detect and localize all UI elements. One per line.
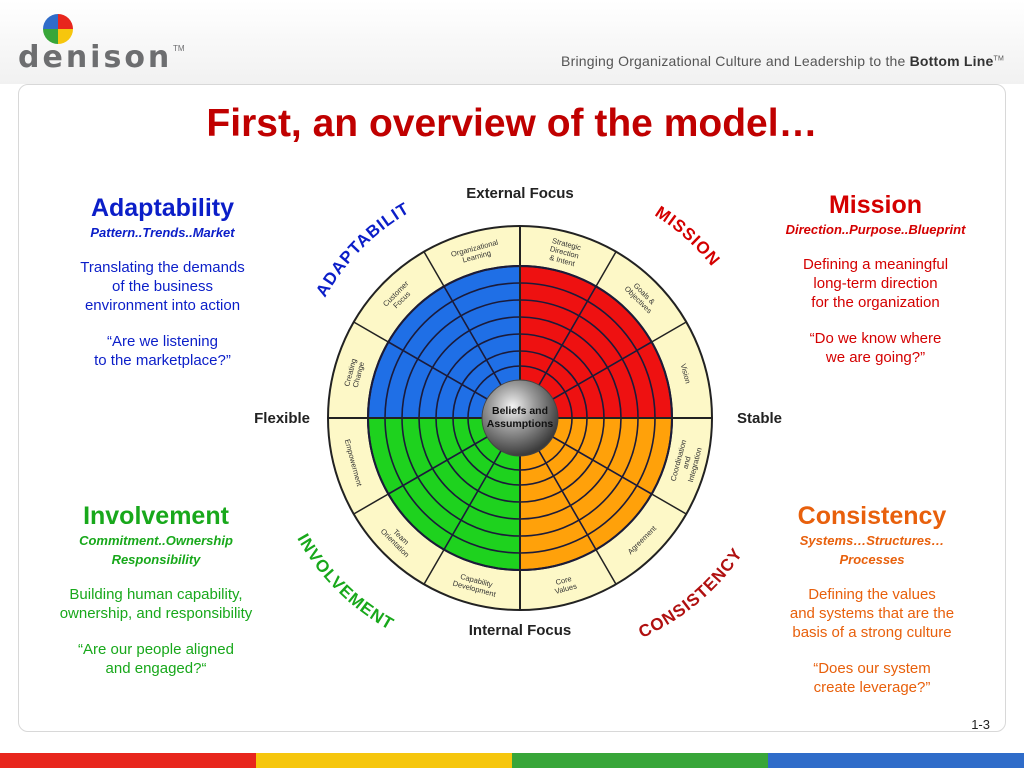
center-label: Assumptions: [487, 418, 554, 430]
involvement-question-line: “Are our people aligned: [78, 641, 234, 658]
consistency-block: Consistency Systems…Structures… Processes…: [752, 501, 992, 697]
mission-desc-line: for the organization: [811, 294, 940, 311]
arc-label-consistency: CONSISTENCY: [636, 544, 747, 641]
mission-block: Mission Direction..Purpose..Blueprint De…: [748, 190, 1003, 367]
mission-question-line: “Do we know where: [809, 330, 942, 347]
adaptability-desc-line: of the business: [112, 278, 213, 295]
adaptability-question-line: to the marketplace?”: [94, 352, 231, 369]
involvement-subtitle-line: Commitment..Ownership: [79, 533, 233, 548]
axis-label-bottom: Internal Focus: [469, 622, 572, 639]
axis-label-right: Stable: [737, 410, 782, 427]
segment-divider: [595, 251, 617, 287]
involvement-desc-line: ownership, and responsibility: [59, 605, 253, 622]
consistency-desc-line: basis of a strong culture: [792, 624, 952, 641]
footer-stripe-green: [512, 753, 768, 768]
footer-stripe-blue: [768, 753, 1024, 768]
beliefs-center: [481, 379, 559, 457]
involvement-subtitle-line: Responsibility: [111, 552, 201, 567]
tagline-text: Bringing Organizational Culture and Lead…: [561, 53, 910, 69]
involvement-heading: Involvement: [83, 502, 229, 530]
footer-stripe-yellow: [256, 753, 512, 768]
involvement-desc-line: Building human capability,: [69, 586, 243, 603]
segment-divider: [353, 321, 389, 343]
adaptability-block: Adaptability Pattern..Trends..Market Tra…: [40, 193, 285, 370]
axis-label-top: External Focus: [466, 185, 574, 202]
mission-desc-line: long-term direction: [813, 275, 938, 292]
consistency-desc-line: Defining the values: [808, 586, 936, 603]
consistency-desc-line: and systems that are the: [789, 605, 955, 622]
trait-divider: [443, 450, 502, 551]
mission-question-line: we are going?”: [825, 349, 926, 366]
trait-divider: [552, 436, 653, 495]
trait-divider: [552, 341, 653, 400]
adaptability-question-line: “Are we listening: [107, 333, 218, 350]
segment-label-line: and: [681, 455, 693, 469]
page-number: 1-3: [971, 717, 990, 732]
footer-stripe-red: [0, 753, 256, 768]
logo-trademark: TM: [173, 44, 185, 53]
trait-divider: [443, 285, 502, 386]
mission-subtitle: Direction..Purpose..Blueprint: [785, 222, 966, 237]
arc-label-mission: MISSION: [652, 202, 724, 269]
denison-logo-icon: [43, 14, 73, 44]
trait-divider: [387, 436, 488, 495]
consistency-subtitle-line: Processes: [839, 552, 905, 567]
segment-label-line: Core: [555, 574, 573, 587]
trait-divider: [538, 285, 597, 386]
segment-divider: [595, 549, 617, 585]
consistency-question-line: create leverage?”: [813, 679, 931, 696]
center-label: Beliefs and: [492, 405, 548, 417]
tagline-trademark: TM: [993, 55, 1004, 63]
denison-model-wheel: Beliefs andAssumptionsOrganizationalLear…: [230, 170, 782, 642]
slide-title: First, an overview of the model…: [206, 102, 818, 145]
consistency-subtitle-line: Systems…Structures…: [799, 533, 945, 548]
segment-divider: [423, 251, 445, 287]
adaptability-subtitle: Pattern..Trends..Market: [90, 225, 235, 240]
adaptability-desc-line: Translating the demands: [80, 259, 245, 276]
consistency-heading: Consistency: [797, 502, 947, 530]
segment-divider: [423, 549, 445, 585]
segment-divider: [651, 493, 687, 515]
mission-desc-line: Defining a meaningful: [802, 256, 949, 273]
tagline-bold: Bottom Line: [909, 53, 994, 69]
trait-divider: [387, 341, 488, 400]
axis-label-left: Flexible: [254, 410, 310, 427]
logo-wordmark: denison: [18, 40, 173, 75]
tagline: Bringing Organizational Culture and Lead…: [561, 53, 1004, 69]
segment-divider: [353, 493, 389, 515]
mission-heading: Mission: [828, 191, 923, 219]
consistency-question-line: “Does our system: [813, 660, 931, 677]
involvement-question-line: and engaged?“: [105, 660, 207, 677]
trait-divider: [538, 450, 597, 551]
adaptability-desc-line: environment into action: [84, 297, 241, 314]
segment-divider: [651, 321, 687, 343]
header-bar: denison TM Bringing Organizational Cultu…: [0, 0, 1024, 84]
adaptability-heading: Adaptability: [90, 194, 235, 222]
